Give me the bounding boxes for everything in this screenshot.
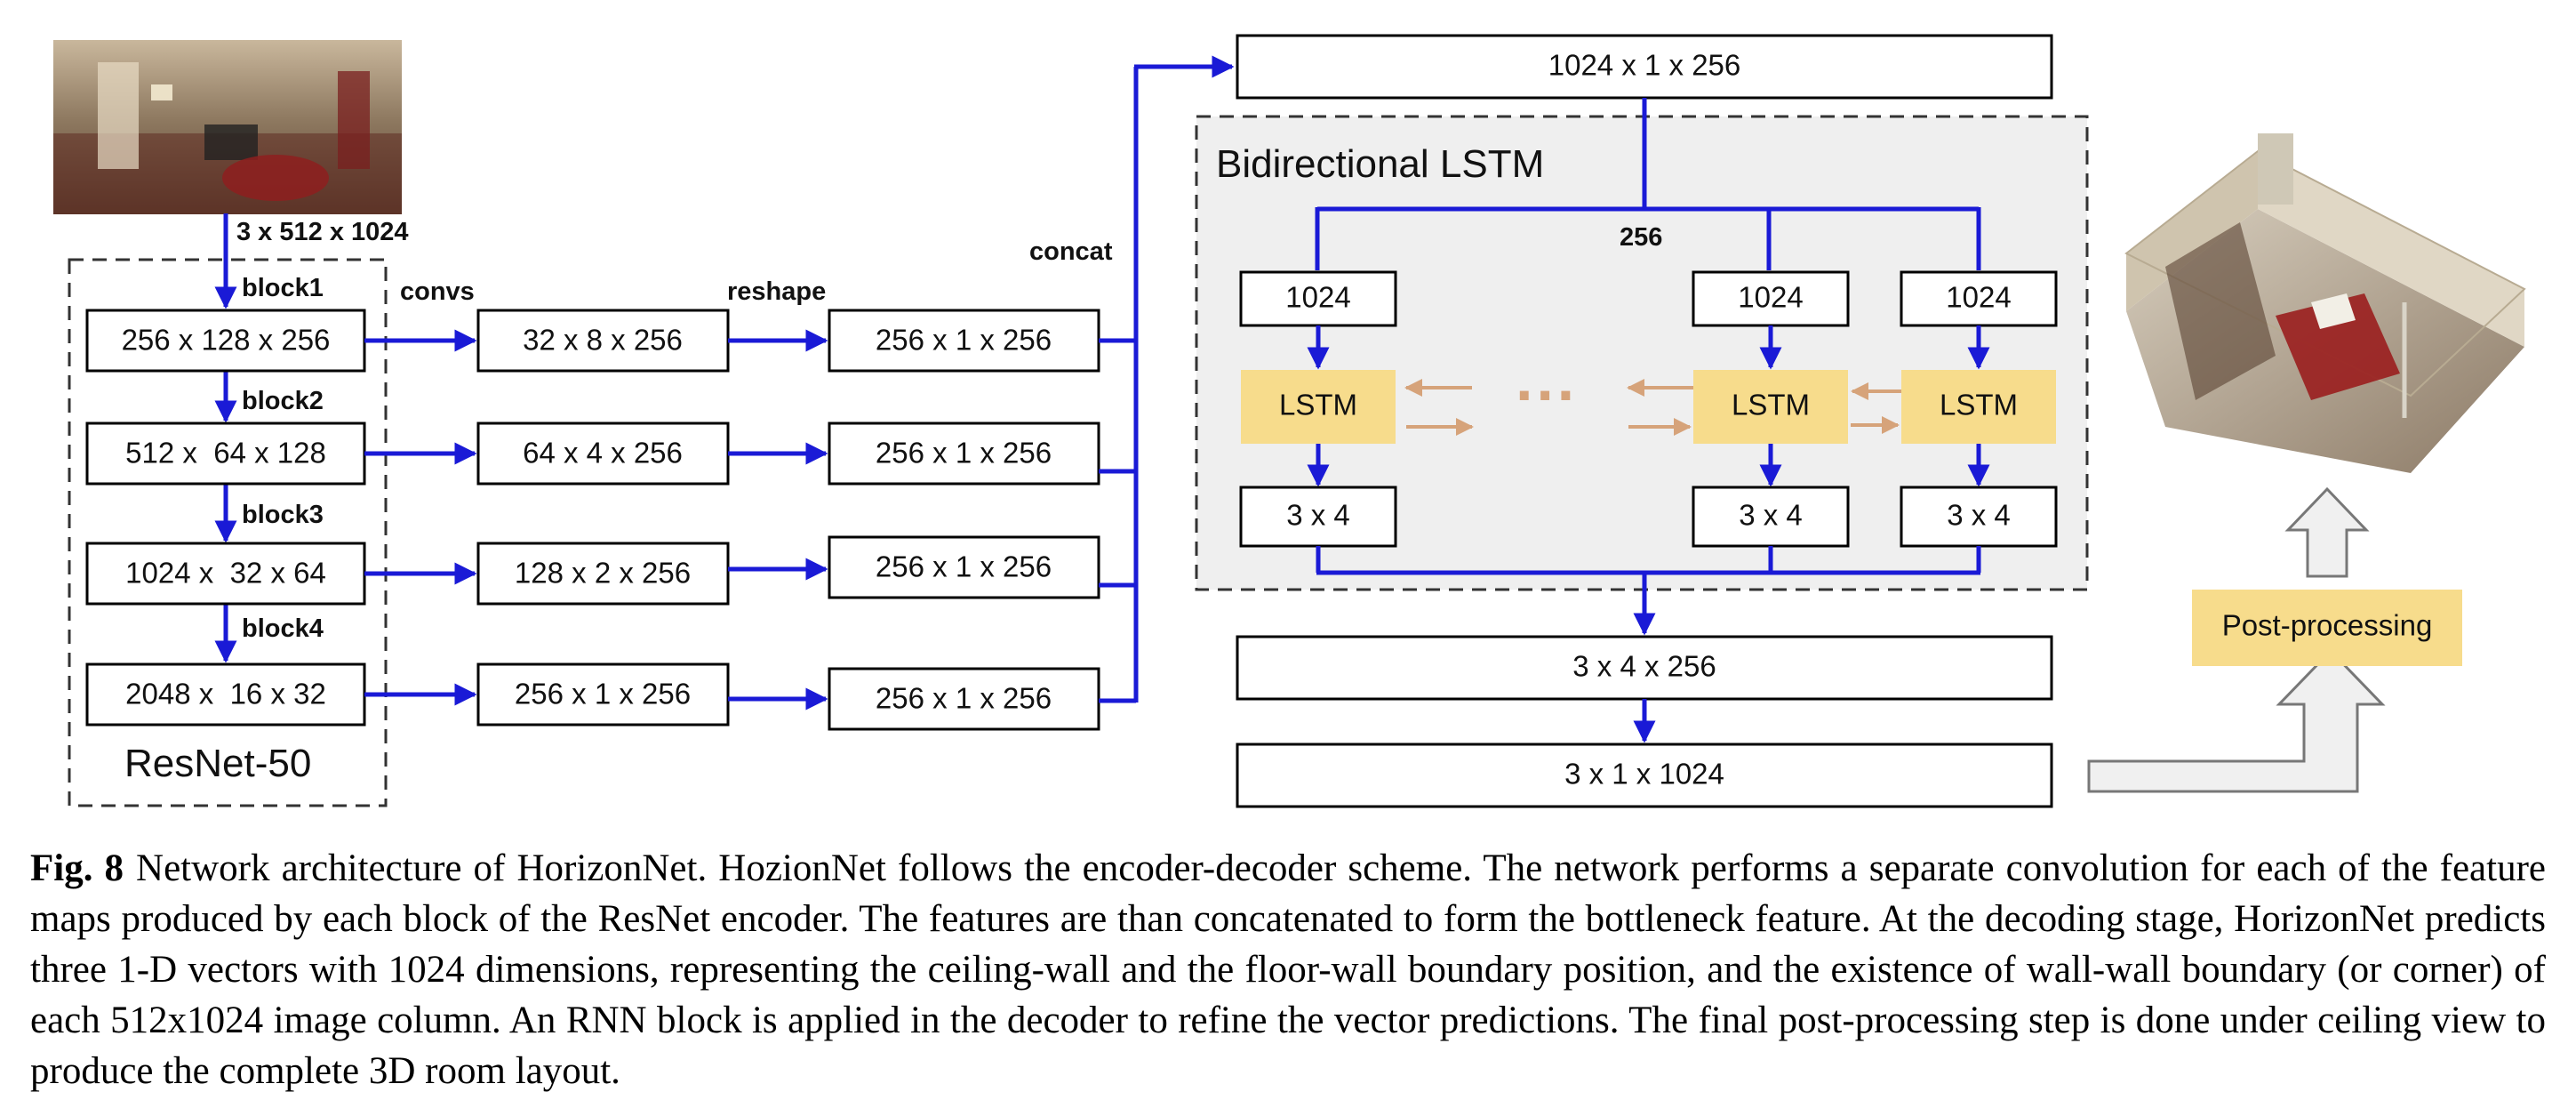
output-final-box bbox=[1236, 743, 2053, 808]
architecture-diagram: 3 x 512 x 1024 ResNet-50 block1 block2 b… bbox=[53, 34, 2526, 808]
conv3-dims: 128 x 2 x 256 bbox=[515, 557, 691, 590]
block1-box bbox=[85, 309, 366, 373]
reshape3-box bbox=[828, 535, 1100, 599]
conv2-dims: 64 x 4 x 256 bbox=[523, 437, 683, 470]
lstm-cell-label-3: LSTM bbox=[1940, 389, 2018, 422]
lstm-input-box-1 bbox=[1239, 270, 1397, 327]
block1-label: block1 bbox=[242, 274, 324, 302]
reshape-label: reshape bbox=[727, 277, 826, 306]
room-layout-3d-image bbox=[2124, 133, 2526, 473]
caption-text: Network architecture of HorizonNet. Hozi… bbox=[30, 847, 2546, 1092]
block2-dims: 512 x 64 x 128 bbox=[125, 437, 326, 470]
figure-label: Fig. 8 bbox=[30, 847, 124, 889]
reshape4-box bbox=[828, 667, 1100, 731]
postprocessing-box bbox=[2192, 590, 2462, 666]
lstm-input-box-2 bbox=[1692, 270, 1850, 327]
reshape2-dims: 256 x 1 x 256 bbox=[876, 437, 1052, 470]
lstm-width-label: 256 bbox=[1620, 223, 1662, 252]
output-stack-dims: 3 x 4 x 256 bbox=[1572, 650, 1716, 683]
lstm-ellipsis: ··· bbox=[1516, 360, 1578, 430]
concat-connector bbox=[1099, 55, 1235, 703]
block3-label: block3 bbox=[242, 501, 324, 529]
reshape4-dims: 256 x 1 x 256 bbox=[876, 682, 1052, 715]
input-dims-label: 3 x 512 x 1024 bbox=[236, 218, 409, 246]
lstm-cell-label-2: LSTM bbox=[1732, 389, 1810, 422]
reshape2-box bbox=[828, 422, 1100, 486]
lstm-input-connector bbox=[1315, 98, 1981, 270]
lstm-input-label-1: 1024 bbox=[1285, 281, 1350, 314]
block3-box bbox=[85, 542, 366, 606]
lstm-output-connector bbox=[1316, 546, 1981, 636]
arrow-to-3d-layout bbox=[2284, 486, 2370, 578]
lstm-title: Bidirectional LSTM bbox=[1216, 142, 1544, 186]
lstm-output-box-3 bbox=[1900, 486, 2058, 548]
reshape1-dims: 256 x 1 x 256 bbox=[876, 324, 1052, 357]
postprocessing-label: Post-processing bbox=[2222, 609, 2433, 642]
block1-dims: 256 x 128 x 256 bbox=[122, 324, 331, 357]
block2-label: block2 bbox=[242, 387, 324, 415]
lstm-output-label-2: 3 x 4 bbox=[1739, 499, 1803, 532]
concat-label: concat bbox=[1029, 237, 1113, 266]
lstm-input-label-3: 1024 bbox=[1946, 281, 2011, 314]
conv1-box bbox=[476, 309, 730, 373]
input-panorama-image bbox=[53, 40, 402, 214]
lstm-output-box-1 bbox=[1239, 486, 1397, 548]
lstm-input-box-3 bbox=[1900, 270, 2058, 327]
conv4-dims: 256 x 1 x 256 bbox=[515, 678, 691, 711]
lstm-output-box-2 bbox=[1692, 486, 1850, 548]
output-final-dims: 3 x 1 x 1024 bbox=[1564, 758, 1724, 791]
block3-dims: 1024 x 32 x 64 bbox=[125, 557, 326, 590]
reshape1-box bbox=[828, 309, 1100, 373]
lstm-output-label-3: 3 x 4 bbox=[1947, 499, 2011, 532]
lstm-cell-label-1: LSTM bbox=[1279, 389, 1357, 422]
reshape3-dims: 256 x 1 x 256 bbox=[876, 550, 1052, 583]
lstm-output-label-1: 3 x 4 bbox=[1286, 499, 1350, 532]
resnet-label: ResNet-50 bbox=[124, 742, 311, 785]
conv1-dims: 32 x 8 x 256 bbox=[523, 324, 683, 357]
lstm-input-label-2: 1024 bbox=[1738, 281, 1803, 314]
block4-dims: 2048 x 16 x 32 bbox=[125, 678, 326, 711]
block4-label: block4 bbox=[242, 614, 324, 643]
output-stack-box bbox=[1236, 635, 2053, 701]
bottleneck-box bbox=[1236, 34, 2053, 100]
conv3-box bbox=[476, 542, 730, 606]
convs-label: convs bbox=[400, 277, 475, 306]
bottleneck-dims: 1024 x 1 x 256 bbox=[1548, 49, 1741, 82]
lstm-cell-2 bbox=[1693, 370, 1848, 444]
conv4-box bbox=[476, 662, 730, 727]
lstm-cell-3 bbox=[1901, 370, 2056, 444]
lstm-cell-1 bbox=[1241, 370, 1396, 444]
arrow-to-postprocessing bbox=[2087, 648, 2386, 793]
